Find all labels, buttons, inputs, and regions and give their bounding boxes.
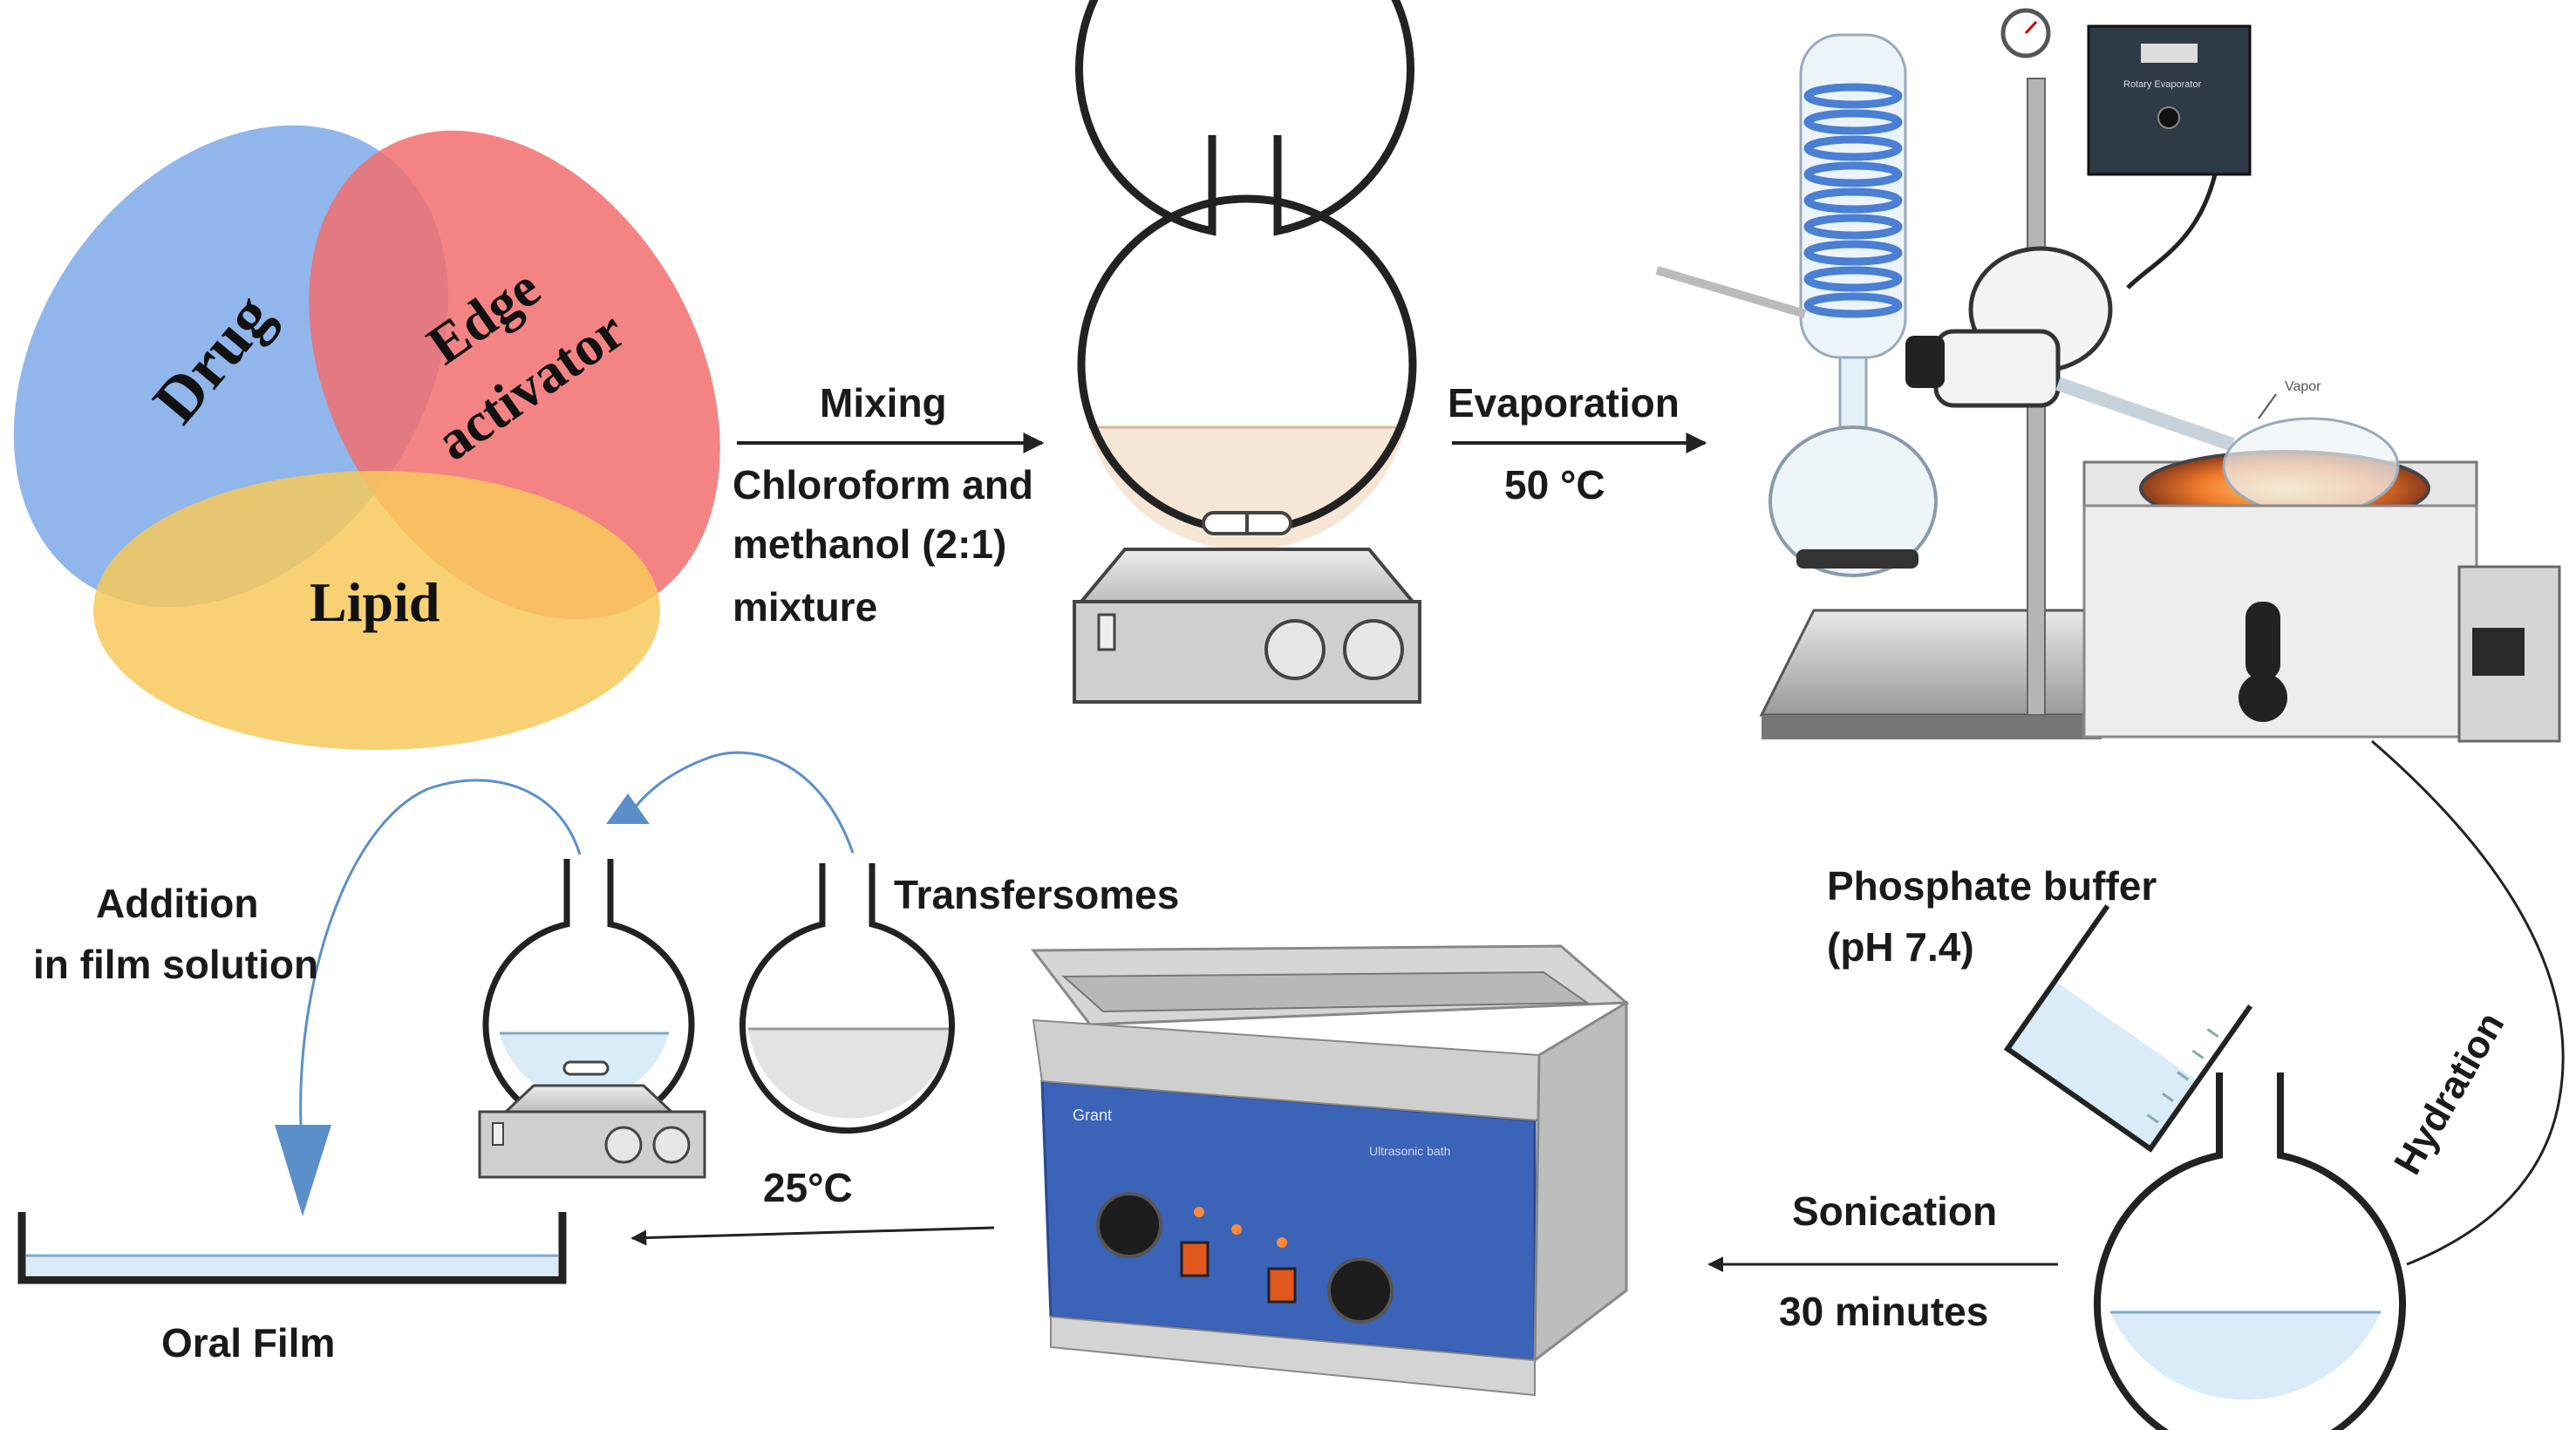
round-bottom-flask <box>1075 0 1414 236</box>
bath-basket <box>1061 970 1591 1013</box>
rotary-evaporator: Rotary Evaporator Vapor <box>1655 8 2561 743</box>
phosphate-buffer: Phosphate buffer (pH 7.4) <box>1827 863 2253 1153</box>
control-cable <box>2126 174 2218 289</box>
bath-brand: Grant <box>1073 1107 1112 1124</box>
transfer-arrow-curve <box>624 751 855 854</box>
temp-25-label: 25°C <box>763 1165 853 1210</box>
sonication-step: Sonication 30 minutes <box>1707 1188 2058 1334</box>
evaporation-label: Evaporation <box>1448 380 1680 426</box>
stirrer-switch <box>1097 613 1116 651</box>
condenser-coils <box>1803 83 1903 318</box>
hydration-curve <box>2371 739 2565 1266</box>
addition-arrow-curve <box>299 779 582 1126</box>
bath-switch-right <box>1267 1267 1297 1304</box>
tilted-beaker <box>2003 904 2253 1153</box>
receiving-flask <box>1768 426 1938 577</box>
vapor-pointer <box>2258 393 2277 419</box>
cooling-step: 25°C <box>630 1165 995 1246</box>
transfersomes-flask-outline <box>739 863 955 1134</box>
film-stirrer-top <box>502 1084 675 1113</box>
film-tray-outline <box>17 1212 567 1284</box>
hydrated-flask <box>2094 1072 2406 1430</box>
hydration-label: Hydration <box>2386 1005 2512 1181</box>
mixing-step: Mixing Chloroform and methanol (2:1) mix… <box>733 380 1045 630</box>
bath-drain <box>2245 602 2280 680</box>
flask-on-stirrer-film <box>478 859 706 1179</box>
transfersomes-liquid <box>748 1029 952 1119</box>
cooling-arrow <box>630 1226 995 1246</box>
phosphate-label-2: (pH 7.4) <box>1827 924 1974 970</box>
oral-film-tray: Oral Film <box>17 1212 567 1365</box>
film-stirrer-knob-right <box>652 1126 691 1164</box>
bath-led-3 <box>1277 1237 1287 1248</box>
gauge-needle <box>2024 20 2038 35</box>
stirrer-knob-right <box>1343 619 1404 680</box>
bath-knob-left <box>1096 1192 1162 1258</box>
beaker-liquid <box>2007 981 2198 1149</box>
venn-lipid-ellipse <box>93 471 660 750</box>
oral-film-label: Oral Film <box>161 1320 335 1365</box>
addition-label-1: Addition <box>96 881 259 926</box>
film-layer <box>26 1256 558 1275</box>
addition-arrow-head <box>275 1125 331 1216</box>
transfer-arrows: Addition in film solution <box>33 751 855 1216</box>
drain-knob <box>2239 673 2287 722</box>
bath-led-2 <box>1231 1224 1242 1235</box>
evaporation-temp: 50 °C <box>1504 462 1605 507</box>
film-stirrer-switch <box>492 1122 504 1146</box>
vapor-label: Vapor <box>2285 379 2321 394</box>
addition-label-2: in film solution <box>33 942 318 987</box>
solvent-label-1: Chloroform and <box>733 462 1033 507</box>
flask-on-stirrer-mixing <box>1073 0 1421 704</box>
ultrasonic-bath: Grant Ultrasonic bath <box>1030 944 1630 1397</box>
transfersomes-flask: Transfersomes <box>739 863 1179 1134</box>
side-tube <box>1655 266 1807 318</box>
beaker-outline <box>2003 904 2253 1153</box>
film-stir-bar <box>562 1060 610 1076</box>
bath-name: Ultrasonic bath <box>1369 1144 1450 1158</box>
hydration-step: Hydration <box>2371 739 2565 1266</box>
solvent-label-3: mixture <box>733 584 877 630</box>
film-stirrer-knob-left <box>604 1126 643 1164</box>
mixing-label: Mixing <box>820 380 947 426</box>
sonication-label: Sonication <box>1792 1188 1997 1234</box>
rotavap-base <box>1759 609 2112 717</box>
rotavap-panel-label: Rotary Evaporator <box>2123 79 2202 90</box>
receiving-clamp <box>1796 549 1918 569</box>
hydrated-flask-liquid <box>2110 1312 2381 1400</box>
bath-bottom <box>1050 1315 1536 1397</box>
flask-liquid-beige <box>1088 427 1406 550</box>
vapor-duct <box>2055 377 2235 452</box>
stirrer-top <box>1077 548 1417 603</box>
sonication-time: 30 minutes <box>1779 1289 1988 1334</box>
motor-clamp <box>1905 336 1945 388</box>
transfersomes-label: Transfersomes <box>894 872 1179 917</box>
phosphate-label-1: Phosphate buffer <box>1827 863 2157 909</box>
control-knob <box>2157 106 2180 129</box>
transfer-arrow-head <box>606 793 650 824</box>
beaker-ticks <box>2146 1028 2219 1124</box>
evaporation-step: Evaporation 50 °C <box>1448 380 1707 507</box>
bath-switch-left <box>1180 1241 1210 1277</box>
rotavap-base-front <box>1762 715 2102 739</box>
venn-diagram: Drug Edge activator Lipid <box>13 125 720 750</box>
control-display <box>2141 44 2198 63</box>
venn-lipid-label: Lipid <box>310 571 440 633</box>
evaporating-flask <box>2222 417 2400 516</box>
bath-led-1 <box>1194 1207 1204 1217</box>
receiving-neck <box>1838 356 1868 429</box>
hydrated-flask-outline <box>2094 1072 2406 1430</box>
bath-knob-right <box>1327 1257 1394 1324</box>
solvent-label-2: methanol (2:1) <box>733 521 1006 567</box>
motor-housing <box>1933 329 2061 408</box>
stirrer-knob-left <box>1264 619 1325 680</box>
controller-display <box>2472 628 2525 676</box>
bath-side <box>1533 1000 1628 1364</box>
